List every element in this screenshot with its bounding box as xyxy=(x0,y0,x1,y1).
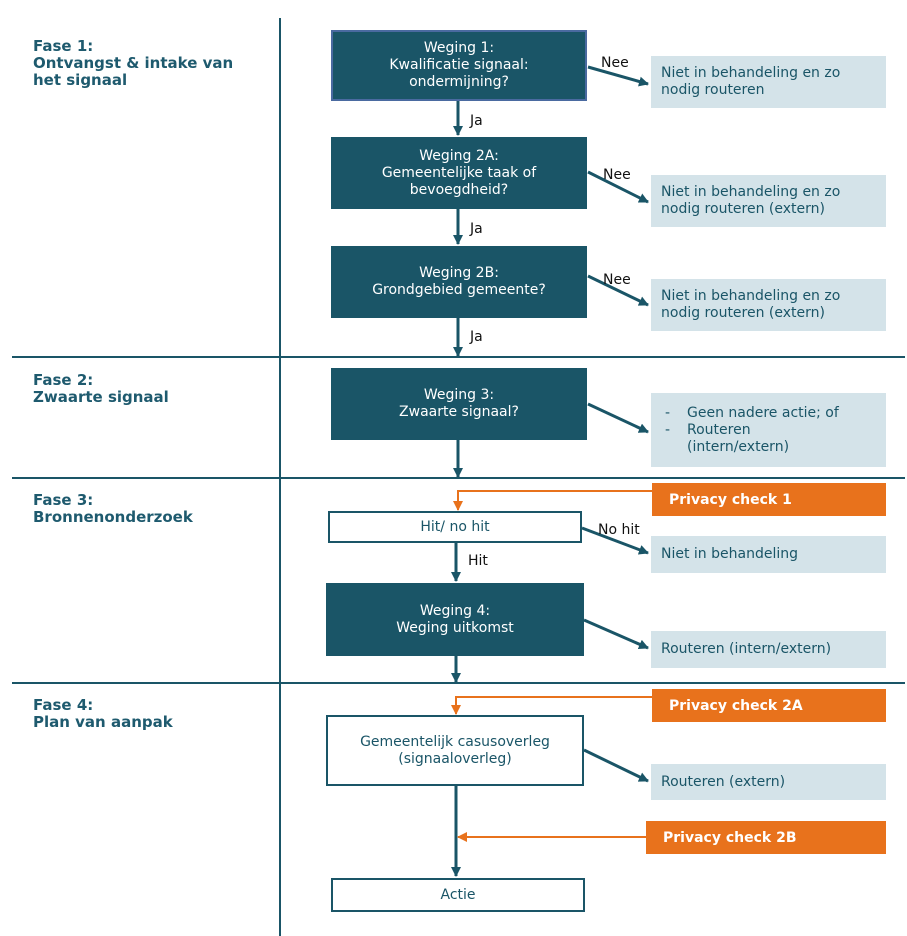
arrow-w2b-nee xyxy=(587,274,649,307)
weging-1-box: Weging 1:Kwalificatie signaal:ondermijni… xyxy=(331,30,587,101)
outcome-no-hit: Niet in behandeling xyxy=(651,536,886,573)
privacy-check-2a: Privacy check 2A xyxy=(652,689,886,722)
weging-3-box: Weging 3:Zwaarte signaal? xyxy=(331,368,587,440)
actie-box: Actie xyxy=(331,878,585,912)
arrow-w3-out xyxy=(587,402,649,434)
outcome-weging-3-item-1: Geen nadere actie; of xyxy=(661,405,886,422)
edge-label-ja-2: Ja xyxy=(470,221,483,237)
arrow-nohit xyxy=(581,526,649,555)
outcome-weging-4: Routeren (intern/extern) xyxy=(651,631,886,668)
weging-4-box: Weging 4:Weging uitkomst xyxy=(326,583,584,656)
edge-label-no-hit: No hit xyxy=(598,522,640,538)
phase-3-label: Fase 3:Bronnenonderzoek xyxy=(33,491,193,526)
arrow-pc2a xyxy=(451,696,652,715)
casusoverleg-box: Gemeentelijk casusoverleg(signaaloverleg… xyxy=(326,715,584,786)
privacy-check-1: Privacy check 1 xyxy=(652,483,886,516)
edge-label-ja-3: Ja xyxy=(470,329,483,345)
edge-label-hit: Hit xyxy=(468,553,488,569)
edge-label-nee-2: Nee xyxy=(603,167,631,183)
phase-4-label: Fase 4:Plan van aanpak xyxy=(33,696,173,731)
outcome-weging-3: Geen nadere actie; of Routeren(intern/ex… xyxy=(651,393,886,467)
arrow-casus-out xyxy=(583,748,649,783)
outcome-weging-3-item-2: Routeren(intern/extern) xyxy=(661,422,886,456)
privacy-check-2b: Privacy check 2B xyxy=(646,821,886,854)
arrow-w4-out xyxy=(583,618,649,650)
outcome-casusoverleg: Routeren (extern) xyxy=(651,764,886,800)
arrow-pc1 xyxy=(453,490,652,511)
edge-label-ja-1: Ja xyxy=(470,113,483,129)
arrow-w2a-nee xyxy=(587,170,649,204)
edge-label-nee-1: Nee xyxy=(601,55,629,71)
weging-2b-box: Weging 2B:Grondgebied gemeente? xyxy=(331,246,587,318)
phase-2-label: Fase 2:Zwaarte signaal xyxy=(33,371,169,406)
arrow-w1-nee xyxy=(587,65,649,87)
hit-no-hit-box: Hit/ no hit xyxy=(328,511,582,543)
edge-label-nee-3: Nee xyxy=(603,272,631,288)
